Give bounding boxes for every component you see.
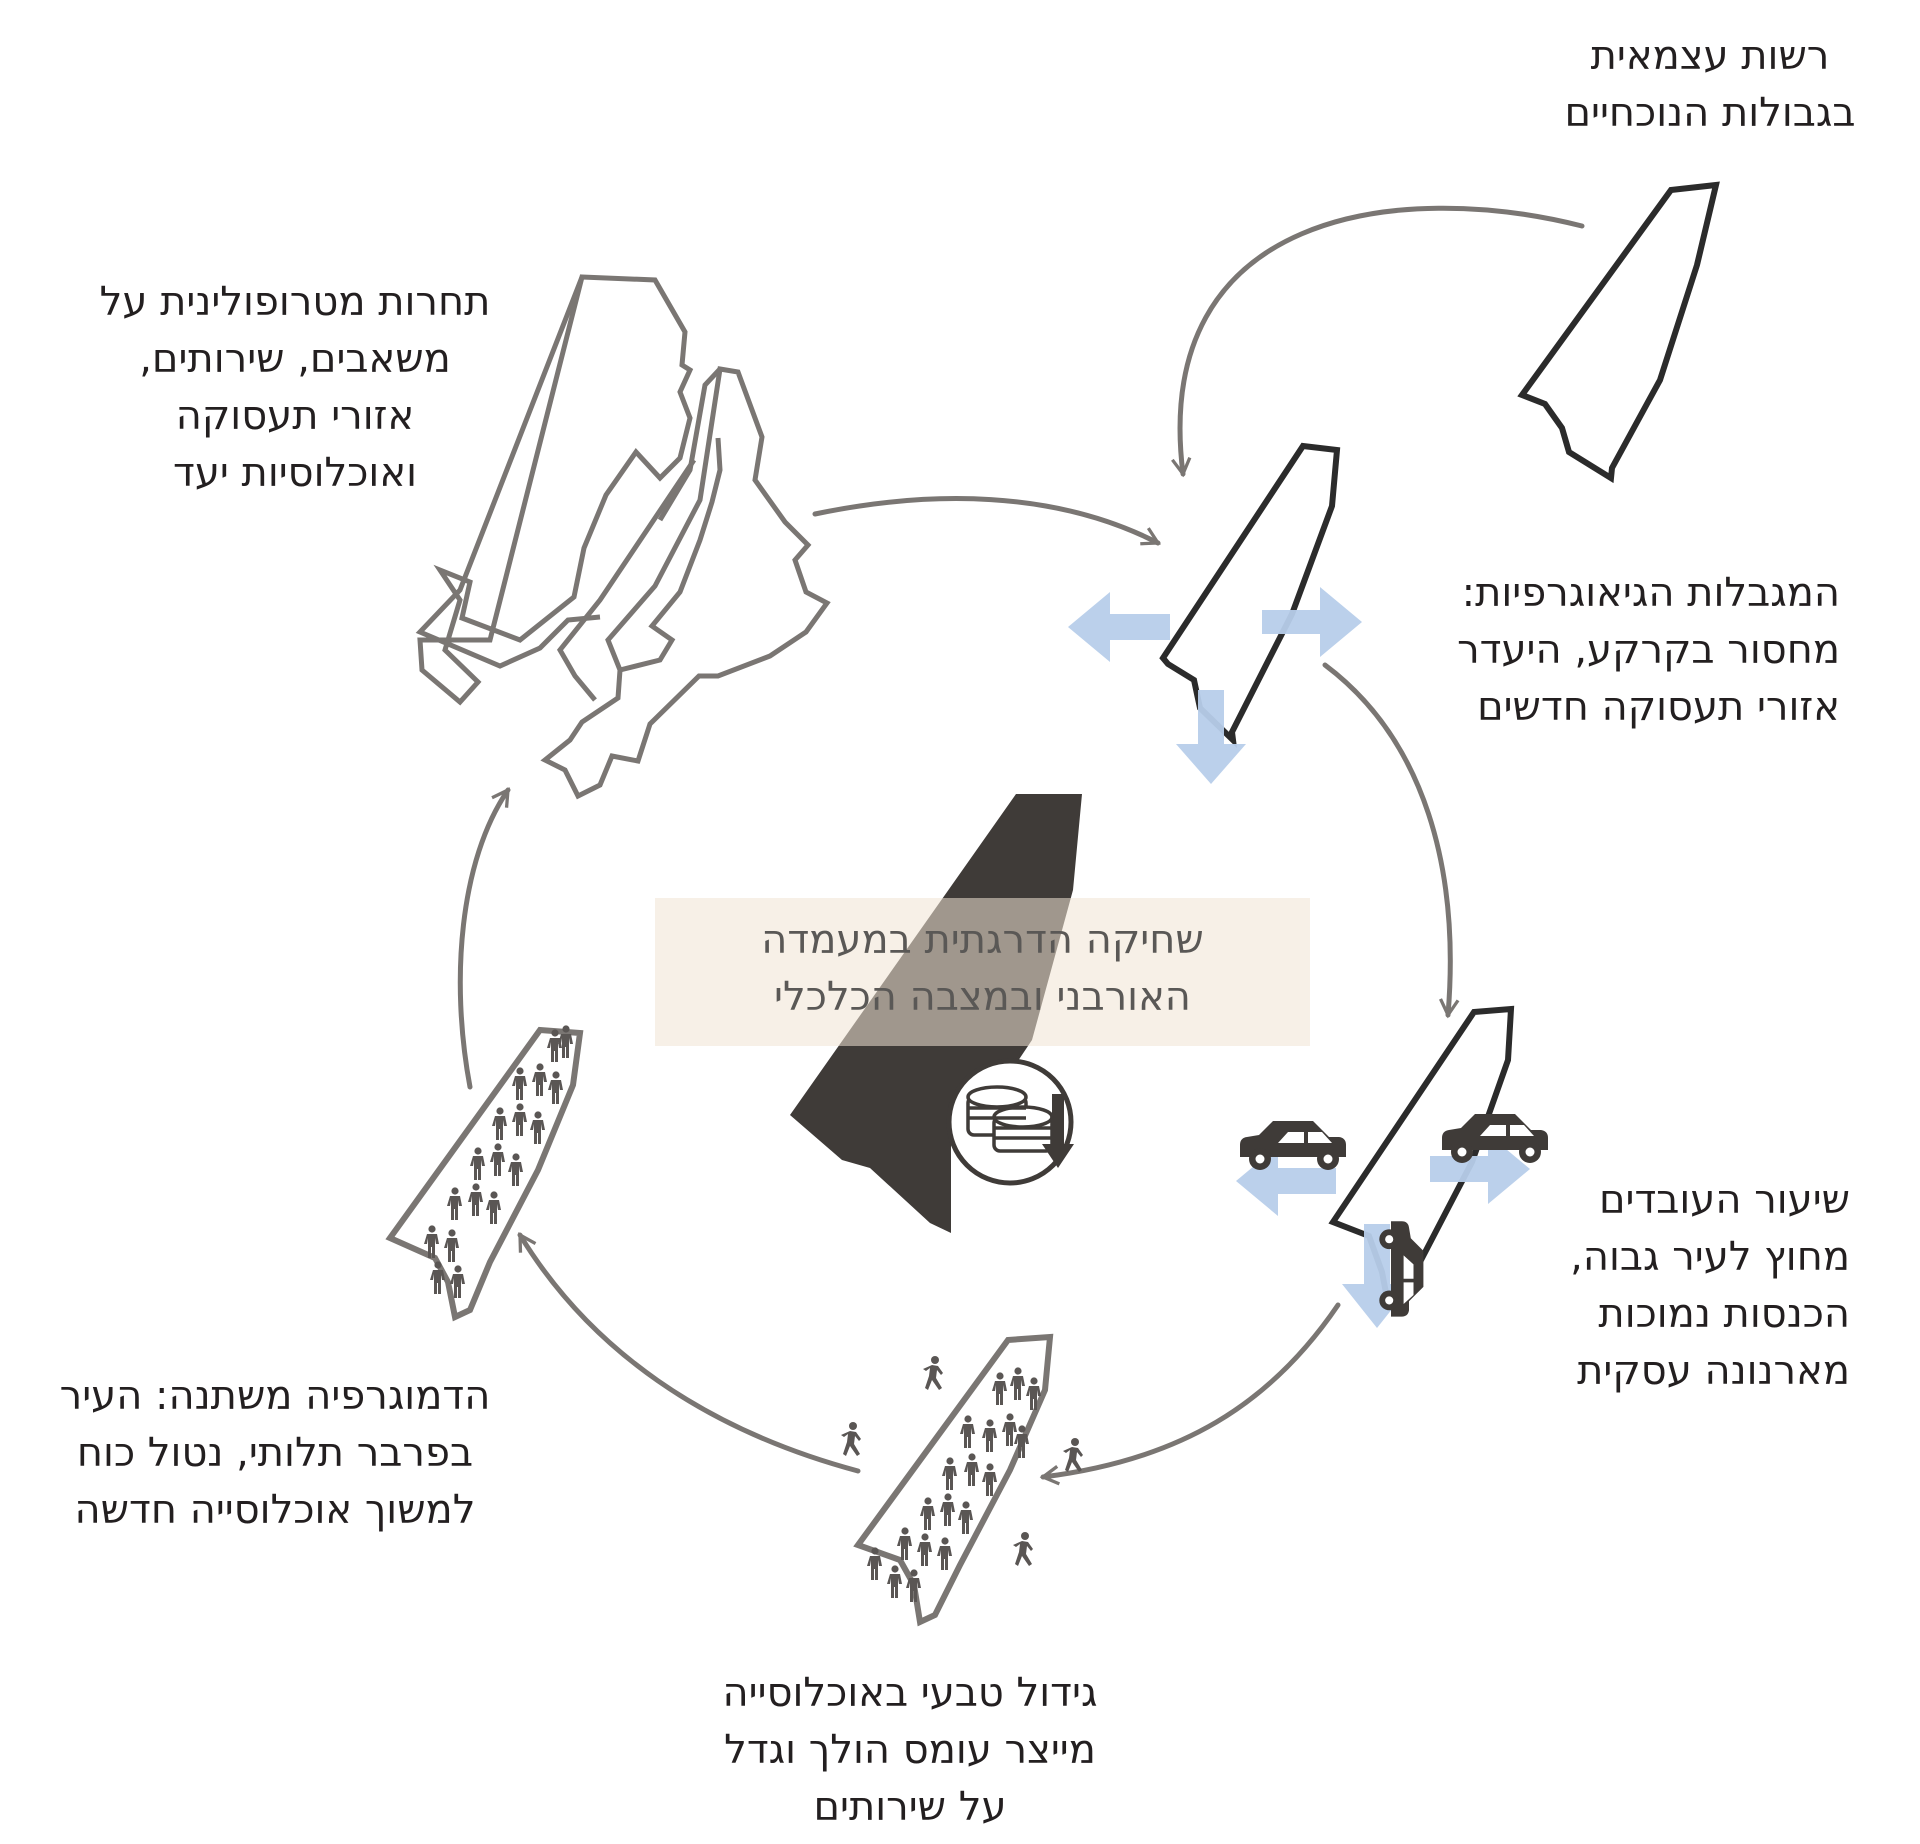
city-shape-growth [853,1333,1054,1627]
coins-down-icon [946,1058,1074,1186]
label-center: שחיקה הדרגתית במעמדה האורבני ובמצבה הכלכ… [761,917,1204,1020]
arrow-competition-to-geographic [812,496,1161,546]
label-geographic: המגבלות הגיאוגרפיות: מחסור בקרקע, היעדר … [1457,570,1840,730]
label-competition: תחרות מטרופולינית על משאבים, שירותים, אז… [99,279,491,496]
arrow-workers-to-growth [1039,1302,1341,1486]
arrow-left-blue [1068,592,1170,662]
arrow-growth-to-demography [517,1232,861,1474]
arrow-geographic-to-workers [1322,662,1460,1019]
label-workers: שיעור העובדים מחוץ לעיר גבוה, הכנסות נמו… [1570,1177,1850,1394]
label-autonomy: רשות עצמאית בגבולות הנוכחיים [1564,33,1856,136]
label-demography: הדמוגרפיה משתנה: העיר בפרבר תלותי, נטול … [59,1373,491,1533]
car-icon [1240,1121,1346,1170]
arrow-demography-to-competition [457,787,511,1090]
people-icon [867,1367,1041,1602]
city-shape-demography [385,1026,584,1322]
label-growth: גידול טבעי באוכלוסייה מייצר עומס הולך וג… [722,1670,1098,1830]
arrow-right-blue [1262,587,1362,657]
arrow-autonomy-to-geographic [1171,205,1585,478]
metropolitan-map [415,274,831,800]
city-shape-autonomy [1517,181,1720,484]
cycle-arrows [457,205,1585,1486]
center-label-box [655,898,1310,1046]
arrow-right-blue-2 [1430,1134,1530,1204]
arrow-down-blue [1176,690,1246,784]
city-shape-geographic [1159,442,1341,749]
expansion-arrows [1068,587,1362,784]
